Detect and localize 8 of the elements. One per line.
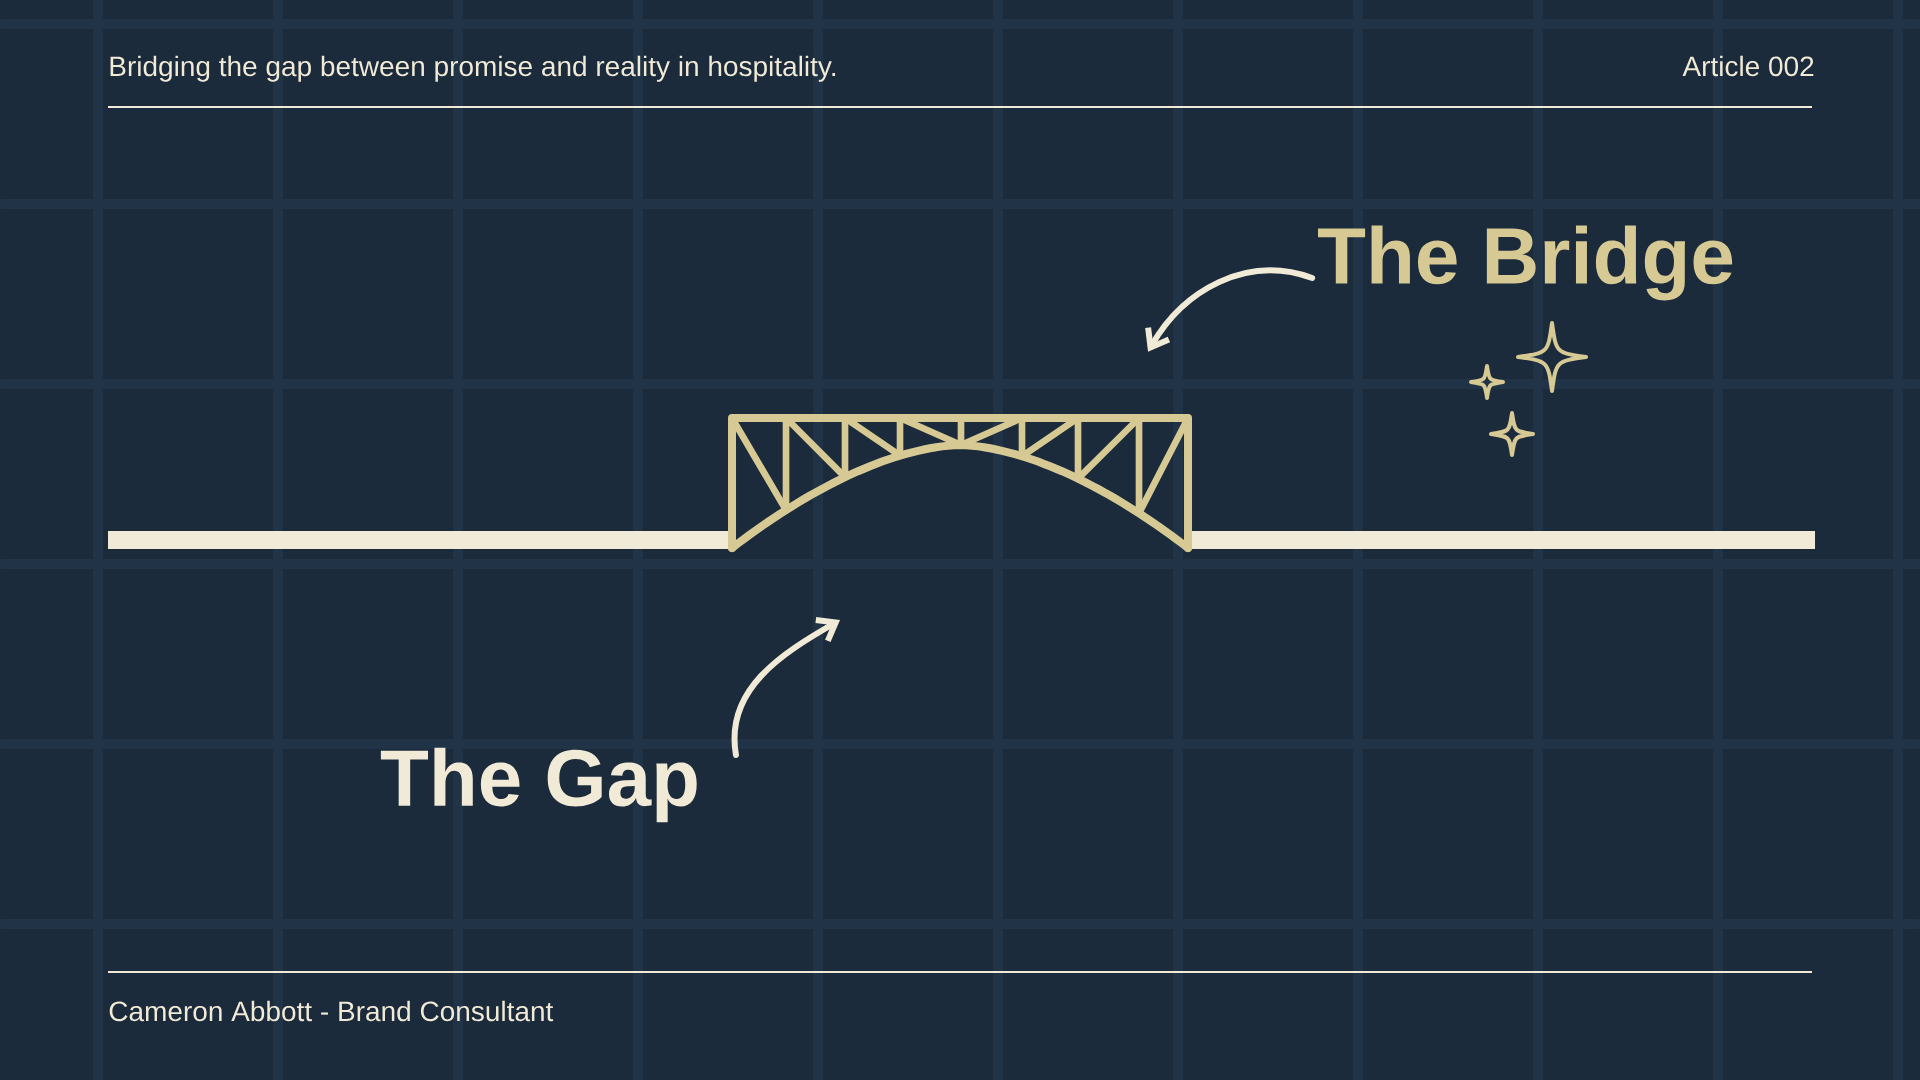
arrow [1145,267,1316,352]
arrow [731,617,840,758]
heading-text: The Gap [380,747,697,823]
caption-text: Article 002 [1682,55,1814,77]
caption-text: Cameron Abbott - Brand Consultant [109,1000,554,1022]
bridge-drawing [728,414,1192,552]
caption-text: Bridging the gap between promise and reality in hospitality. [110,55,836,82]
heading-text: The Bridge [1318,225,1733,301]
